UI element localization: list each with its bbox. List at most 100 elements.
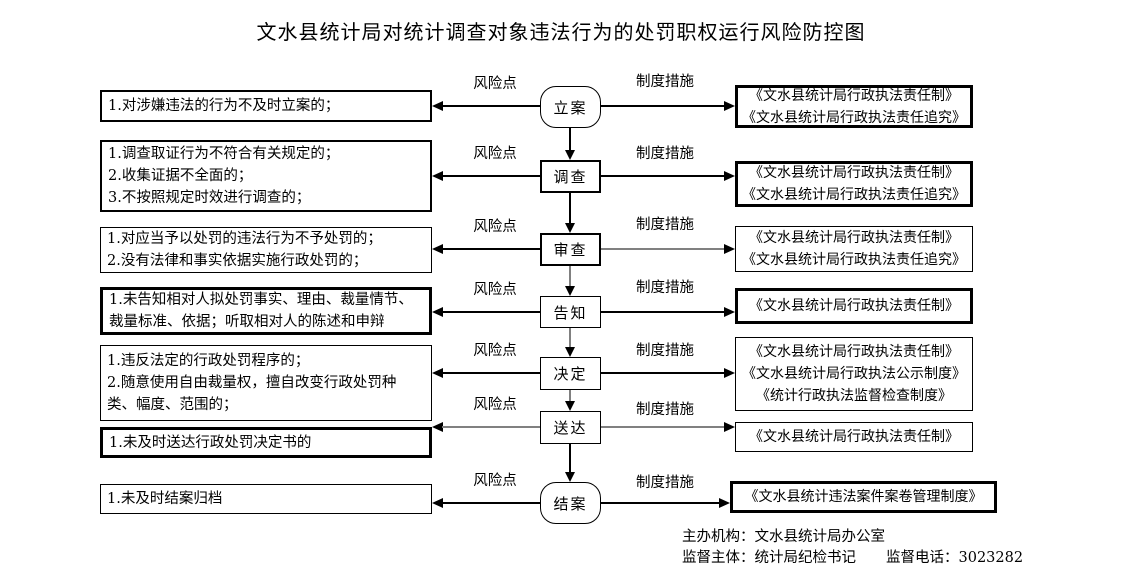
risk-point-label: 风险点 [473, 343, 517, 359]
footer-info: 主办机构：文水县统计局办公室 监督主体：统计局纪检书记 监督电话：3023282 [682, 527, 1023, 569]
measure-item: 《文水县统计局行政执法责任追究》 [742, 252, 966, 268]
measure-item: 《统计行政执法监督检查制度》 [756, 388, 952, 404]
measure-item: 《文水县统计局行政执法公示制度》 [742, 366, 966, 382]
risk-item: 1.未及时送达行政处罚决定书的 [109, 434, 312, 451]
measure-box-3: 《文水县统计局行政执法责任制》 《文水县统计局行政执法责任追究》 [735, 226, 973, 272]
risk-item: 1.对应当予以处罚的违法行为不予处罚的； [107, 231, 382, 247]
risk-item: 2.收集证据不全面的； [108, 168, 253, 184]
measure-box-5: 《文水县统计局行政执法责任制》 《文水县统计局行政执法公示制度》 《统计行政执法… [735, 337, 973, 411]
arrow-down-icon [565, 347, 575, 357]
measure-item: 《文水县统计违法案件案卷管理制度》 [744, 489, 983, 505]
organizer-line: 主办机构：文水县统计局办公室 [682, 529, 885, 545]
measure-box-1: 《文水县统计局行政执法责任制》 《文水县统计局行政执法责任追究》 [735, 85, 973, 128]
measure-label: 制度措施 [636, 343, 694, 359]
connector-down-4 [569, 328, 571, 348]
measure-label: 制度措施 [636, 146, 694, 162]
risk-box-4: 1.未告知相对人拟处罚事实、理由、裁量情节、裁量标准、依据；听取相对人的陈述和申… [100, 287, 432, 335]
measure-item: 《文水县统计局行政执法责任追究》 [742, 109, 966, 126]
arrow-left-icon [432, 368, 443, 378]
measure-label: 制度措施 [636, 280, 694, 296]
supervisor-text: 监督主体：统计局纪检书记 [682, 550, 856, 566]
measure-label: 制度措施 [636, 74, 694, 90]
risk-point-label: 风险点 [473, 397, 517, 413]
risk-item: 1.违反法定的行政处罚程序的； [107, 353, 310, 369]
connector-right-1 [601, 105, 724, 107]
risk-item: 1.未告知相对人拟处罚事实、理由、裁量情节、裁量标准、依据；听取相对人的陈述和申… [109, 292, 413, 330]
measure-item: 《文水县统计局行政执法责任制》 [749, 429, 959, 445]
risk-item: 2.没有法律和事实依据实施行政处罚的； [107, 253, 368, 269]
supervisor-line: 监督主体：统计局纪检书记 监督电话：3023282 [682, 548, 1023, 569]
connector-down-6 [569, 444, 571, 473]
arrow-right-icon [724, 244, 735, 254]
connector-left-6 [442, 426, 540, 428]
risk-item: 1.未及时结案归档 [107, 491, 223, 507]
connector-left-2 [442, 175, 540, 177]
risk-box-7: 1.未及时结案归档 [100, 484, 432, 514]
arrow-left-icon [432, 171, 443, 181]
arrow-left-icon [432, 244, 443, 254]
risk-item: 1.对涉嫌违法的行为不及时立案的； [108, 98, 340, 114]
measure-box-6: 《文水县统计局行政执法责任制》 [735, 422, 973, 452]
connector-left-3 [442, 248, 540, 250]
arrow-down-icon [565, 401, 575, 411]
connector-right-6 [601, 426, 724, 428]
arrow-right-icon [724, 171, 735, 181]
arrow-right-icon [724, 422, 735, 432]
risk-box-6: 1.未及时送达行政处罚决定书的 [100, 427, 432, 458]
connector-down-2 [569, 193, 571, 224]
arrow-right-icon [724, 368, 735, 378]
arrow-down-icon [565, 150, 575, 160]
measure-label: 制度措施 [636, 217, 694, 233]
measure-item: 《文水县统计局行政执法责任制》 [749, 87, 959, 104]
arrow-right-icon [724, 307, 735, 317]
step-songda: 送达 [540, 411, 601, 444]
connector-down-1 [569, 128, 571, 151]
arrow-left-icon [432, 307, 443, 317]
arrow-down-icon [565, 223, 575, 233]
step-shencha: 审查 [540, 233, 601, 266]
measure-item: 《文水县统计局行政执法责任制》 [749, 165, 959, 181]
measure-item: 《文水县统计局行政执法责任追究》 [742, 187, 966, 203]
connector-right-3 [601, 248, 724, 250]
measure-box-4: 《文水县统计局行政执法责任制》 [735, 288, 973, 324]
arrow-right-icon [719, 498, 730, 508]
arrow-down-icon [565, 286, 575, 296]
connector-right-7 [601, 502, 719, 504]
connector-right-4 [601, 311, 724, 313]
connector-down-3 [569, 266, 571, 287]
risk-point-label: 风险点 [473, 282, 517, 298]
measure-item: 《文水县统计局行政执法责任制》 [749, 344, 959, 360]
measure-item: 《文水县统计局行政执法责任制》 [749, 230, 959, 246]
connector-left-7 [442, 502, 540, 504]
phone-text: 监督电话：3023282 [886, 550, 1024, 566]
risk-point-label: 风险点 [473, 76, 517, 92]
step-lian: 立案 [540, 86, 601, 128]
step-diaocha: 调查 [540, 160, 601, 193]
risk-item: 3.不按照规定时效进行调查的； [108, 190, 311, 206]
step-jueding: 决定 [540, 357, 601, 390]
risk-item: 1.调查取证行为不符合有关规定的； [108, 146, 340, 162]
arrow-down-icon [565, 472, 575, 482]
connector-left-5 [442, 372, 540, 374]
arrow-right-icon [724, 101, 735, 111]
risk-point-label: 风险点 [473, 473, 517, 489]
step-jiean: 结案 [540, 482, 601, 524]
risk-box-1: 1.对涉嫌违法的行为不及时立案的； [100, 90, 432, 122]
step-gaozhi: 告知 [540, 296, 601, 328]
risk-box-5: 1.违反法定的行政处罚程序的； 2.随意使用自由裁量权，擅自改变行政处罚种类、幅… [100, 345, 432, 421]
arrow-left-icon [432, 422, 443, 432]
connector-down-5 [569, 390, 571, 403]
risk-item: 2.随意使用自由裁量权，擅自改变行政处罚种类、幅度、范围的； [107, 375, 397, 413]
risk-box-3: 1.对应当予以处罚的违法行为不予处罚的； 2.没有法律和事实依据实施行政处罚的； [100, 227, 432, 273]
measure-label: 制度措施 [636, 475, 694, 491]
risk-point-label: 风险点 [473, 219, 517, 235]
connector-right-2 [601, 175, 724, 177]
arrow-left-icon [432, 498, 443, 508]
diagram-title: 文水县统计局对统计调查对象违法行为的处罚职权运行风险防控图 [256, 20, 866, 44]
risk-box-2: 1.调查取证行为不符合有关规定的； 2.收集证据不全面的； 3.不按照规定时效进… [100, 140, 432, 212]
measure-box-2: 《文水县统计局行政执法责任制》 《文水县统计局行政执法责任追究》 [735, 161, 973, 207]
measure-label: 制度措施 [636, 402, 694, 418]
connector-right-5 [601, 372, 724, 374]
risk-point-label: 风险点 [473, 146, 517, 162]
